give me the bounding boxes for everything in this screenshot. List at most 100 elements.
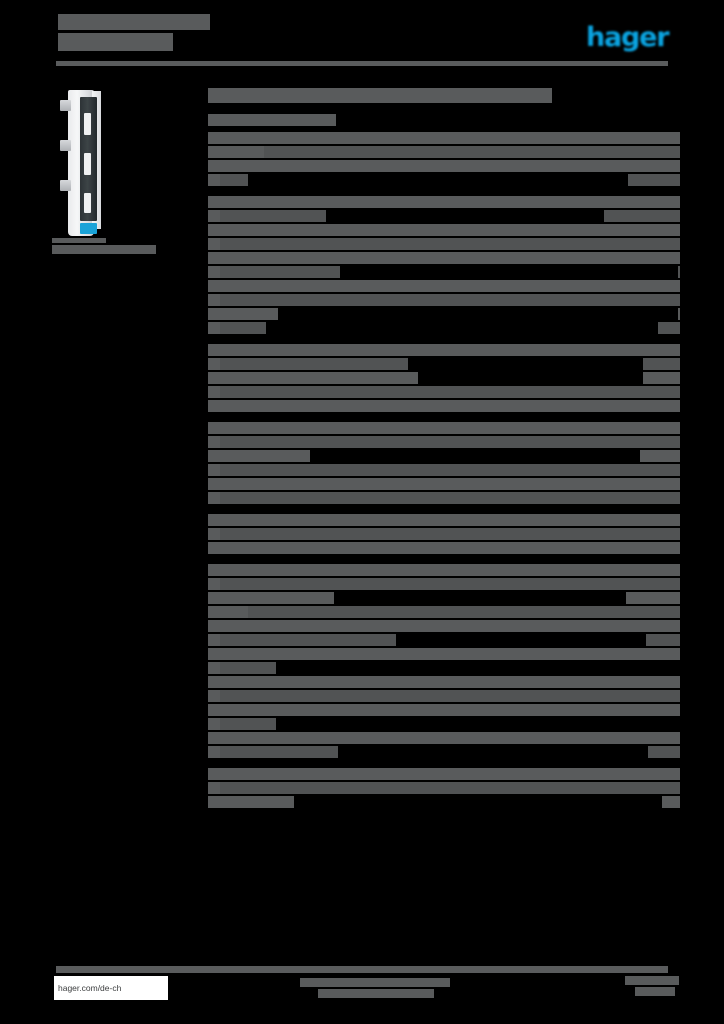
spec-row-label — [208, 676, 220, 688]
spec-row-gap — [396, 634, 646, 646]
spec-row — [208, 436, 680, 448]
footer-page-number-line-2 — [635, 987, 675, 996]
spec-row-label — [208, 464, 220, 476]
spec-row-gap — [338, 746, 648, 758]
spec-row-label — [208, 252, 220, 264]
footer-page-number-line-1 — [625, 976, 679, 985]
section-subheading — [208, 114, 680, 126]
spec-row — [208, 344, 680, 356]
spec-row-label — [208, 308, 220, 320]
hager-logo-wordmark: hager — [586, 24, 676, 51]
spec-row-gap — [276, 662, 680, 674]
section-subheading-text — [208, 114, 336, 126]
spec-row — [208, 478, 680, 490]
document-title — [58, 14, 210, 54]
spec-row-label — [208, 634, 220, 646]
page-header: hager — [0, 0, 724, 72]
spec-row-label — [208, 796, 220, 808]
spec-row-label — [208, 578, 220, 590]
spec-row-label — [208, 160, 264, 172]
spec-block — [208, 564, 680, 758]
spec-row — [208, 386, 680, 398]
spec-row — [208, 704, 680, 716]
product-slot-2 — [84, 153, 91, 175]
spec-row-label — [208, 492, 220, 504]
spec-row — [208, 308, 680, 320]
spec-row-gap — [310, 450, 640, 462]
spec-row-label — [208, 146, 264, 158]
spec-row-label — [208, 718, 220, 730]
spec-row — [208, 464, 680, 476]
spec-row — [208, 648, 680, 660]
spec-row — [208, 592, 680, 604]
spec-row-label — [208, 564, 324, 576]
specifications-table — [208, 88, 680, 818]
spec-row — [208, 160, 680, 172]
spec-row-label — [208, 196, 274, 208]
product-slot-3 — [84, 193, 91, 213]
document-title-line-2 — [58, 33, 173, 51]
footer-center-line-2 — [318, 989, 434, 998]
spec-row — [208, 634, 680, 646]
spec-row-label — [208, 280, 220, 292]
spec-row-gap — [276, 718, 680, 730]
spec-row-label — [208, 294, 220, 306]
spec-row-label — [208, 372, 220, 384]
spec-row — [208, 564, 680, 576]
spec-row-label — [208, 690, 220, 702]
spec-row — [208, 732, 680, 744]
spec-row — [208, 676, 680, 688]
product-terminal-2 — [60, 140, 71, 151]
figure-caption — [52, 238, 164, 256]
spec-row — [208, 606, 680, 618]
spec-row-gap — [334, 592, 626, 604]
spec-row — [208, 718, 680, 730]
spec-row-label — [208, 386, 220, 398]
spec-block-container — [208, 132, 680, 808]
spec-row-gap — [278, 308, 678, 320]
spec-row-gap — [326, 210, 604, 222]
product-front-panel — [80, 97, 97, 221]
footer-url-box[interactable]: hager.com/de-ch — [54, 976, 168, 1000]
spec-block — [208, 514, 680, 554]
spec-row-gap — [294, 796, 662, 808]
spec-row — [208, 294, 680, 306]
spec-block — [208, 768, 680, 808]
spec-row-label — [208, 174, 220, 186]
spec-row-gap — [418, 372, 643, 384]
hager-logo: hager — [586, 24, 676, 51]
spec-row-label — [208, 528, 220, 540]
product-terminal-3 — [60, 180, 71, 191]
spec-row-label — [208, 358, 220, 370]
spec-row-label — [208, 238, 220, 250]
spec-row — [208, 514, 680, 526]
spec-row — [208, 690, 680, 702]
spec-row — [208, 768, 680, 780]
spec-row-label — [208, 450, 220, 462]
spec-row — [208, 542, 680, 554]
spec-row — [208, 372, 680, 384]
spec-block — [208, 422, 680, 504]
spec-row — [208, 578, 680, 590]
spec-row-label — [208, 344, 284, 356]
spec-row — [208, 280, 680, 292]
spec-row-label — [208, 542, 220, 554]
spec-row — [208, 492, 680, 504]
spec-row — [208, 620, 680, 632]
spec-row — [208, 210, 680, 222]
spec-row-label — [208, 768, 280, 780]
spec-row-label — [208, 422, 312, 434]
spec-row-label — [208, 592, 220, 604]
spec-row — [208, 266, 680, 278]
spec-row — [208, 662, 680, 674]
spec-row — [208, 238, 680, 250]
footer-url-link[interactable]: hager.com/de-ch — [58, 983, 122, 993]
spec-row-label — [208, 732, 220, 744]
spec-row-gap — [340, 266, 678, 278]
figure-caption-line-2 — [52, 245, 156, 254]
header-divider — [56, 61, 668, 66]
footer-divider — [56, 966, 668, 973]
section-title-text — [208, 88, 552, 103]
spec-row-label — [208, 224, 220, 236]
